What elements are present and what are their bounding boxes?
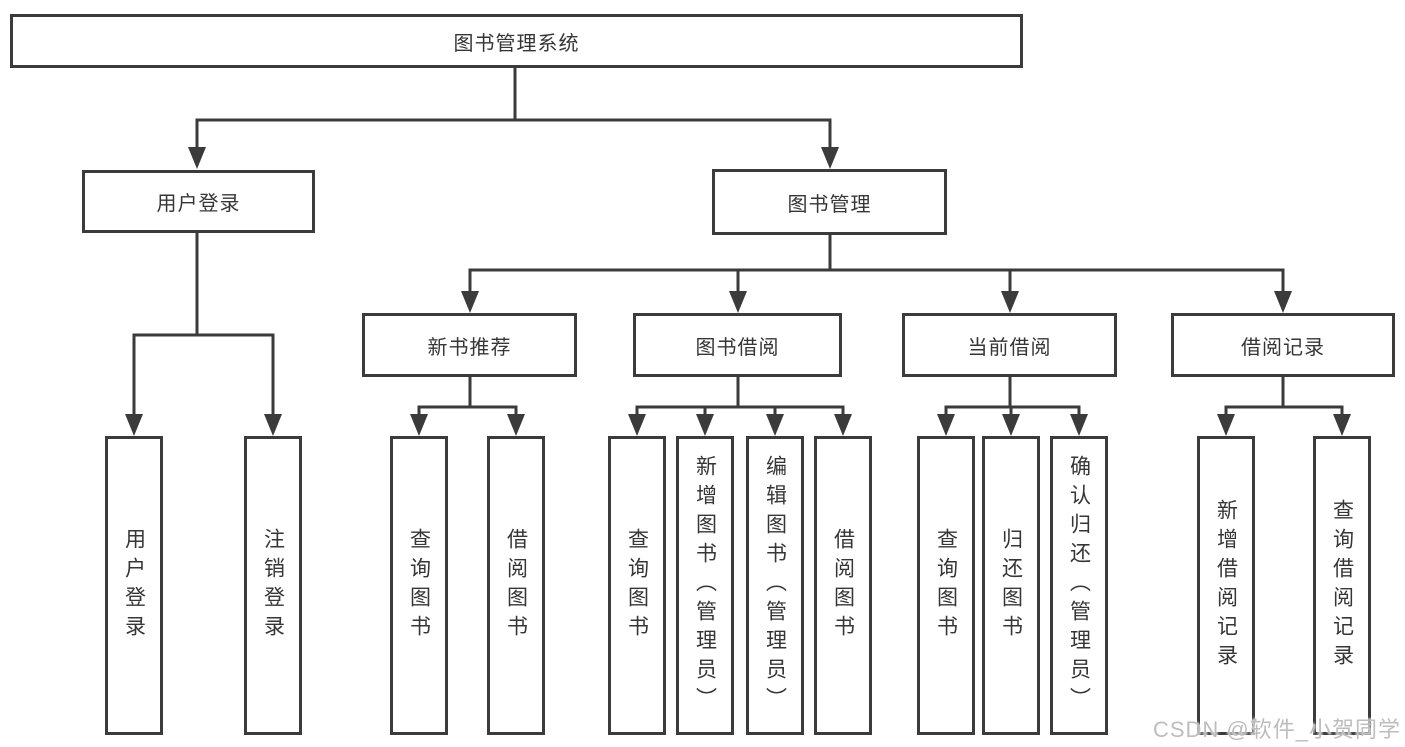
node-book-borrowing: 图书借阅: [633, 313, 842, 377]
node-borrowing-records: 借阅记录: [1171, 313, 1395, 377]
node-leaf-query-books-borrow: 查询图书: [608, 436, 666, 735]
node-leaf-add-borrow-record: 新增借阅记录: [1197, 436, 1255, 735]
arrowhead-icon: [696, 414, 714, 436]
arrowhead-icon: [729, 291, 747, 313]
node-leaf-query-books-current: 查询图书: [917, 436, 975, 735]
arrowhead-icon: [1070, 414, 1088, 436]
node-leaf-edit-book-admin: 编辑图书（管理员）: [746, 436, 804, 735]
arrowhead-icon: [821, 147, 839, 169]
node-leaf-user-login: 用户登录: [105, 436, 163, 735]
arrowhead-icon: [125, 414, 143, 436]
arrowhead-icon: [1001, 291, 1019, 313]
arrowhead-icon: [834, 414, 852, 436]
arrowhead-icon: [1274, 291, 1292, 313]
arrowhead-icon: [628, 414, 646, 436]
arrowhead-icon: [766, 414, 784, 436]
arrowhead-icon: [461, 291, 479, 313]
node-leaf-borrow-books-recommend: 借阅图书: [487, 436, 545, 735]
arrowhead-icon: [1002, 414, 1020, 436]
arrowhead-icon: [507, 414, 525, 436]
node-book-management: 图书管理: [712, 169, 947, 235]
node-leaf-query-borrow-record: 查询借阅记录: [1313, 436, 1371, 735]
csdn-watermark: CSDN @软件_小贺同学: [1152, 717, 1401, 742]
arrowhead-icon: [937, 414, 955, 436]
node-leaf-return-book: 归还图书: [982, 436, 1040, 735]
node-leaf-confirm-return-admin: 确认归还（管理员）: [1050, 436, 1108, 735]
arrowhead-icon: [1333, 414, 1351, 436]
arrowhead-icon: [264, 414, 282, 436]
node-leaf-borrow-books: 借阅图书: [814, 436, 872, 735]
node-leaf-logout: 注销登录: [244, 436, 302, 735]
node-user-login: 用户登录: [82, 170, 315, 233]
node-current-borrowing: 当前借阅: [902, 313, 1117, 377]
node-leaf-add-book-admin: 新增图书（管理员）: [676, 436, 734, 735]
node-library-management-system: 图书管理系统: [10, 14, 1023, 68]
arrowhead-icon: [410, 414, 428, 436]
arrowhead-icon: [188, 147, 206, 169]
node-leaf-query-books-recommend: 查询图书: [390, 436, 448, 735]
arrowhead-icon: [1217, 414, 1235, 436]
node-new-book-recommendation: 新书推荐: [362, 313, 577, 377]
